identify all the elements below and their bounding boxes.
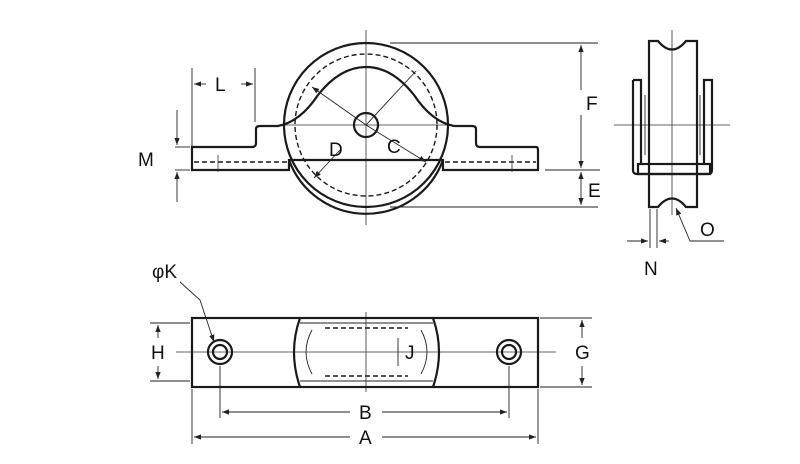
side-view: O N [614,30,730,280]
dim-label-k: φK [152,262,177,283]
dim-label-f: F [586,94,598,115]
dim-label-n: N [644,259,658,280]
front-view: L M D C F E [138,30,601,225]
dim-label-o: O [700,220,715,241]
dim-label-m: M [138,150,154,171]
dim-label-e: E [588,181,601,202]
dim-label-b: B [359,403,372,424]
dim-label-h: H [151,343,165,364]
dim-label-d: D [329,140,343,161]
bottom-view: J φK H G B A [150,262,592,449]
dim-label-c: C [387,137,401,158]
dim-label-a: A [359,428,372,449]
dim-label-j: J [405,343,415,364]
dim-label-l: L [215,75,226,96]
dim-label-g: G [575,343,590,364]
